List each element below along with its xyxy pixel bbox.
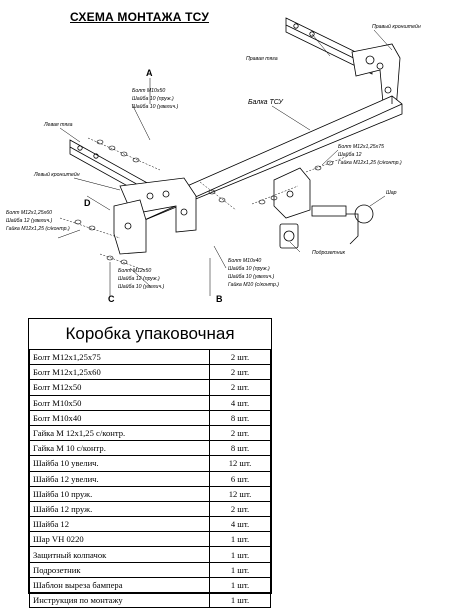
letter-c: C xyxy=(108,294,115,304)
lower-left-bracket-drawing xyxy=(113,199,147,255)
item-name: Шайба 10 увелич. xyxy=(29,455,210,472)
item-qty: 2 шт. xyxy=(209,424,271,442)
group-c-line-1: Болт М12х50 xyxy=(118,268,151,274)
group-b-line-1: Болт М10х40 xyxy=(228,258,261,264)
item-qty: 1 шт. xyxy=(209,591,271,608)
item-qty: 1 шт. xyxy=(209,531,271,548)
item-qty: 2 шт. xyxy=(209,500,271,518)
table-row: Гайка М 10 с/контр.8 шт. xyxy=(29,440,271,457)
assembly-diagram: A B C D Правый кронштейн Правая тяга Бал… xyxy=(6,17,421,304)
table-row: Шайба 12 увелич.6 шт. xyxy=(29,470,271,487)
item-qty: 12 шт. xyxy=(209,455,271,472)
item-name: Болт M12x1,25x60 xyxy=(29,364,210,381)
ball-drawing xyxy=(311,204,374,245)
label-ball: Шар xyxy=(386,190,397,196)
item-name: Болт M10x40 xyxy=(29,409,210,426)
label-left-bracket: Левый кронштейн xyxy=(33,171,80,178)
group-d-line-2: Шайба 12 (увелич.) xyxy=(6,217,53,224)
item-name: Гайка М 10 с/контр. xyxy=(29,440,210,457)
group-b-line-3: Шайба 10 (увелич.) xyxy=(228,273,275,280)
group-right-line-2: Шайба 12 xyxy=(338,151,362,158)
group-b-line-2: Шайба 10 (пруж.) xyxy=(228,265,270,272)
table-row: Шайба 12 пруж.2 шт. xyxy=(29,500,271,518)
packing-title: Коробка упаковочная xyxy=(65,324,235,343)
letter-b: B xyxy=(216,294,223,304)
item-name: Подрозетник xyxy=(29,561,210,578)
item-qty: 1 шт. xyxy=(209,546,271,563)
label-socket: Подрозетник xyxy=(312,250,345,256)
table-row: Шайба 10 увелич.12 шт. xyxy=(29,455,271,472)
group-d-line-3: Гайка М12х1,25 (с/контр.) xyxy=(6,225,70,232)
group-c-line-2: Шайба 12 (пруж.) xyxy=(118,275,160,282)
label-left-rod: Левая тяга xyxy=(43,122,73,128)
item-name: Инструкция по монтажу xyxy=(29,591,210,608)
group-a-line-3: Шайба 10 (увелич.) xyxy=(132,103,179,110)
socket-plate-drawing xyxy=(279,223,299,249)
item-name: Шар VH 0220 xyxy=(29,531,210,548)
item-name: Гайка М 12x1,25 с/контр. xyxy=(29,424,210,442)
item-name: Болт M12x50 xyxy=(29,379,210,396)
group-a-line-1: Болт М10х50 xyxy=(132,88,165,94)
label-right-rod: Правая тяга xyxy=(246,56,278,62)
diagram-title: СХЕМА МОНТАЖА ТСУ xyxy=(70,10,209,24)
item-name: Защитный колпачок xyxy=(29,546,210,563)
label-beam: Балка ТСУ xyxy=(248,99,284,106)
item-qty: 1 шт. xyxy=(209,561,271,578)
group-right-line-1: Болт М12х1,25х75 xyxy=(338,144,384,150)
item-name: Шайба 12 пруж. xyxy=(29,500,210,518)
group-a-line-2: Шайба 10 (пруж.) xyxy=(132,95,174,102)
item-name: Шайба 12 xyxy=(29,516,210,533)
group-d-line-1: Болт М12х1,25х60 xyxy=(6,210,52,216)
item-qty: 8 шт. xyxy=(209,440,271,457)
item-name: Шаблон выреза бампера xyxy=(29,576,210,594)
item-qty: 2 шт. xyxy=(209,379,271,396)
item-qty: 2 шт. xyxy=(209,364,271,381)
item-qty: 12 шт. xyxy=(209,485,271,502)
label-right-bracket: Правый кронштейн xyxy=(372,23,421,30)
item-name: Шайба 12 увелич. xyxy=(29,470,210,487)
item-qty: 2 шт. xyxy=(209,348,271,366)
group-b-line-4: Гайка М10 (с/контр.) xyxy=(228,281,279,288)
letter-a: A xyxy=(146,68,153,78)
table-row: Гайка М 12x1,25 с/контр.2 шт. xyxy=(29,424,271,442)
item-qty: 8 шт. xyxy=(209,409,271,426)
table-row: Шайба 10 пруж.12 шт. xyxy=(29,485,271,502)
item-qty: 4 шт. xyxy=(209,516,271,533)
letter-d: D xyxy=(84,198,91,208)
item-qty: 6 шт. xyxy=(209,470,271,487)
hitch-plate-drawing xyxy=(273,167,311,219)
item-name: Болт M10x50 xyxy=(29,394,210,411)
group-right-line-3: Гайка М12х1,25 (с/контр.) xyxy=(338,159,402,166)
item-name: Шайба 10 пруж. xyxy=(29,485,210,502)
item-qty: 1 шт. xyxy=(209,576,271,594)
group-c-line-3: Шайба 10 (увелич.) xyxy=(118,283,165,290)
item-qty: 4 шт. xyxy=(209,394,271,411)
item-name: Болт M12x1,25x75 xyxy=(29,348,210,366)
